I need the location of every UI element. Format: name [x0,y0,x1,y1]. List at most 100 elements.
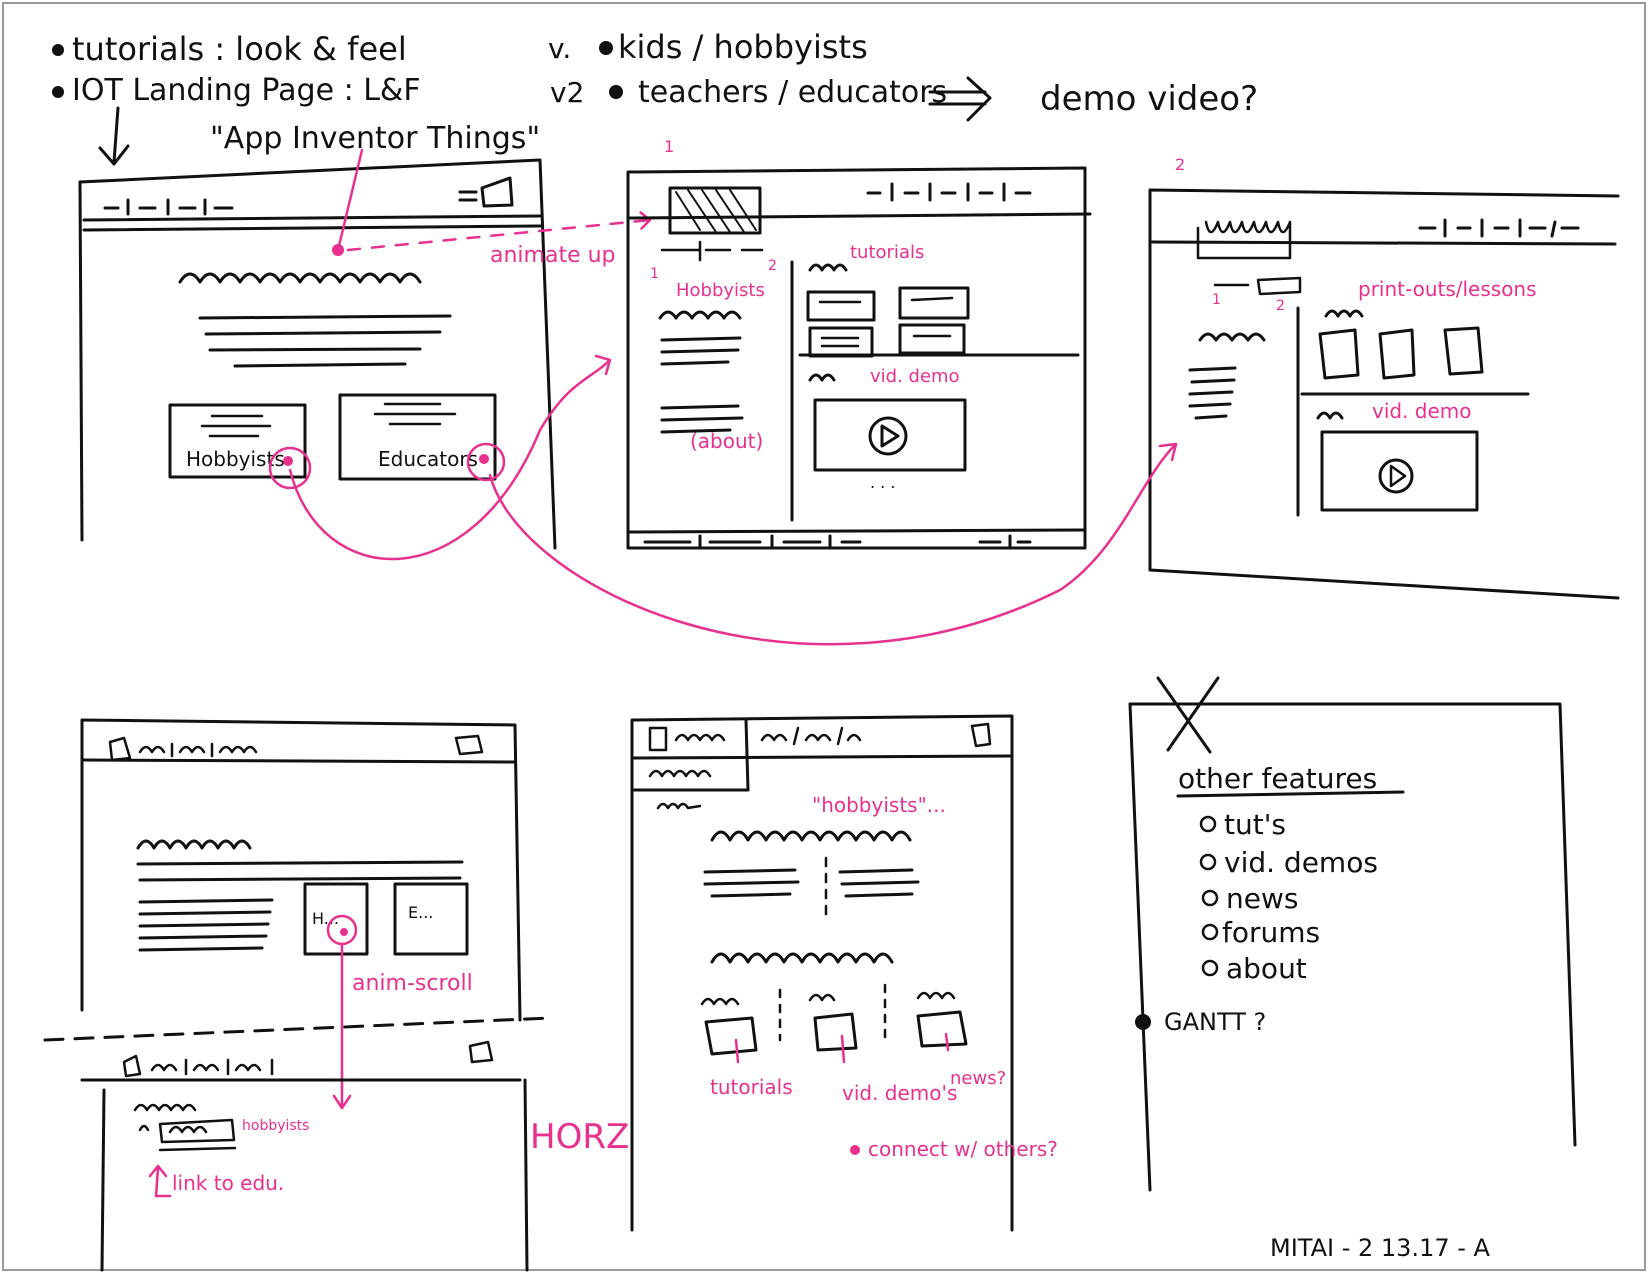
link-to-edu-label: link to edu. [172,1171,284,1195]
hobbyists-card[interactable] [168,403,307,479]
menu-icon [468,1040,494,1064]
about-label: (about) [690,429,763,453]
vid-demo-label: vid. demo [870,366,960,387]
lesson-sheet[interactable] [1378,328,1416,380]
page-number-label: 1 [664,137,674,156]
vid-demos-card[interactable] [813,1012,858,1052]
hotspot-icon [340,928,348,936]
hotspot-ring-icon [268,446,312,490]
news-label: news? [950,1068,1006,1089]
flow-to-educators [488,442,1178,646]
other-features-heading: other features [1178,762,1377,795]
feature-item: tut's [1224,808,1286,841]
menu-icon [458,176,514,208]
logo-block [668,186,762,235]
note-line-1: tutorials : look & feel [72,30,407,68]
hero-title-squiggle [178,272,422,284]
menu-icon [970,722,992,748]
tab-1-label: 1 [1212,292,1221,308]
down-arrow-icon [98,106,130,166]
sketch-scroll-variant: H... E... anim-scroll hobbyists link to … [43,718,552,1272]
hobbyists-section-label: Hobbyists [676,280,765,301]
quote-app-inventor-things: "App Inventor Things" [210,121,540,156]
bullet-icon [52,44,64,56]
scroll-fold-line [43,1016,552,1042]
sketch-landing-page: Hobbyists Educators animate up [78,148,652,550]
sketch-horizontal-variant: HORZ "hobbyists"... tutorials vid. demo'… [530,714,1058,1232]
bullet-icon [599,41,613,55]
bullet-icon [850,1145,860,1155]
footer-marks [628,528,1087,550]
educators-card[interactable] [338,393,497,481]
sketch-hobbyists-page: 1 1 2 Hobbyists (about) tutorials vid. d… [626,137,1092,550]
list-bullet-icon [1201,923,1219,941]
tab-2-label: 2 [1276,298,1285,314]
e-card-label: E... [408,903,433,922]
tab-marks [660,240,764,262]
tutorial-card[interactable] [898,323,966,355]
nav-marks [760,726,862,746]
animate-up-label: animate up [490,243,616,268]
tab-marks [1213,276,1302,296]
h-card[interactable] [303,882,369,956]
lesson-sheet[interactable] [1443,326,1484,376]
list-bullet-icon [1199,853,1217,871]
tutorials-card[interactable] [704,1016,758,1056]
sketch-educators-page: 2 1 2 print-outs/lessons vid. demo [1148,155,1620,600]
play-icon[interactable] [868,416,908,456]
ellipsis: . . . [870,473,895,492]
logo-block [1196,220,1292,260]
signature: MITAI - 2 13.17 - A [1270,1234,1491,1262]
vid-demos-label: vid. demo's [842,1081,957,1105]
h-card-label: H... [312,909,339,928]
tutorial-card[interactable] [806,290,876,322]
link-arrow-icon [148,1164,172,1198]
logo-icon [648,726,668,752]
list-bullet-icon [1199,815,1217,833]
bullet-icon [609,85,623,99]
nav-marks [138,742,258,758]
hotspot-ring-icon [466,442,506,482]
hobbyists-card-label: Hobbyists [186,447,285,471]
tutorial-card[interactable] [808,326,874,358]
tutorials-label: tutorials [710,1075,793,1099]
play-icon[interactable] [1378,458,1414,494]
video-player[interactable] [813,398,967,472]
sketch-other-features: other features tut's vid. demos news for… [1128,676,1577,1192]
nav-marks [866,182,1032,202]
logo-icon [122,1054,142,1078]
gantt-note: GANTT ? [1164,1008,1266,1036]
lesson-sheet[interactable] [1318,328,1360,380]
printouts-label: print-outs/lessons [1358,277,1537,301]
tutorials-label: tutorials [850,242,924,263]
menu-icon [454,734,484,756]
audience-1: kids / hobbyists [618,28,868,66]
bullet-icon [1135,1014,1151,1030]
cross-out-icon [1156,676,1220,754]
nav-marks [103,198,234,216]
e-card[interactable] [393,882,469,956]
hero-text-lines [198,314,452,368]
header-notes: tutorials : look & feel IOT Landing Page… [52,28,1258,166]
video-player[interactable] [1320,430,1479,512]
feature-item: news [1226,882,1298,915]
tab-1-label: 1 [650,266,659,282]
tab-2-label: 2 [768,258,777,274]
tutorial-card[interactable] [898,286,970,320]
vid-demo-label: vid. demo [1372,399,1472,423]
double-arrow-icon [928,76,992,122]
note-line-2: IOT Landing Page : L&F [72,73,421,108]
feature-item: about [1226,952,1307,985]
list-bullet-icon [1201,889,1219,907]
feature-item: forums [1222,916,1320,949]
feature-item: vid. demos [1224,846,1378,879]
news-card[interactable] [916,1010,968,1048]
connect-label: connect w/ others? [868,1137,1058,1161]
horz-label: HORZ [530,1117,629,1157]
demo-video-note: demo video? [1040,79,1258,119]
list-bullet-icon [1201,959,1219,977]
hotspot-icon [283,456,293,466]
hobbyists-quote: "hobbyists"... [812,793,946,817]
logo-icon [108,736,132,762]
